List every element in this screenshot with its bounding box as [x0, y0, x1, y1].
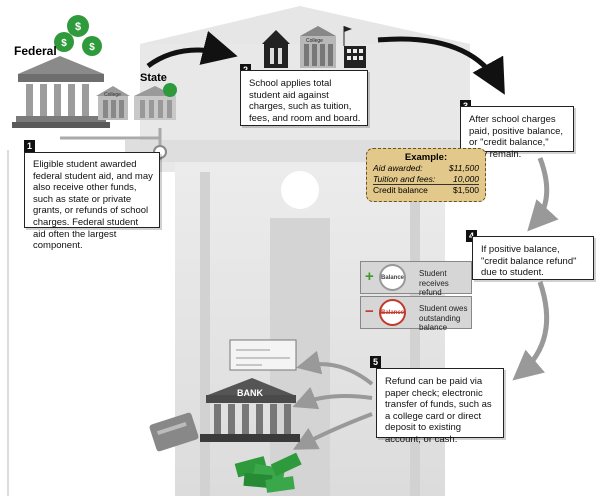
step-5-number: 5: [370, 356, 381, 368]
example-aid-value: $11,500: [448, 163, 479, 173]
plus-sign-icon: +: [365, 268, 374, 285]
example-aid-label: Aid awarded:: [373, 163, 423, 173]
arrow-to-bank: [292, 386, 373, 410]
college-card-icon: [149, 412, 199, 452]
example-tuition-label: Tuition and fees:: [373, 173, 436, 184]
arrow-to-step-3: [377, 36, 505, 95]
step-3-box: After school charges paid, positive bala…: [460, 106, 574, 160]
no-balance-badge-text: Balance: [381, 310, 405, 316]
step-2-box: School applies total student aid against…: [240, 70, 368, 126]
option-owes: − Balance Student owes outstanding balan…: [360, 296, 472, 332]
example-credit-value: $1,500: [453, 185, 479, 195]
college-building-icon: [300, 26, 336, 68]
example-row-tuition: Tuition and fees: 10,000: [367, 174, 485, 185]
step-4-box: If positive balance, "credit balance ref…: [472, 236, 594, 280]
step-1-box: Eligible student awarded federal student…: [24, 152, 160, 251]
minus-sign-icon: −: [365, 303, 374, 320]
money-bags-icon: $ $ $: [54, 15, 102, 56]
example-box: Example: Aid awarded: $11,500 Tuition an…: [366, 148, 486, 202]
step-4-text: If positive balance, "credit balance ref…: [481, 244, 577, 279]
bank-building-icon: [200, 378, 300, 442]
school-bookstore-icon: [262, 30, 290, 68]
option-owes-text: Student owes outstanding balance: [419, 304, 468, 332]
arrow-to-step-5: [512, 281, 550, 381]
option-refund-text: Student receives refund: [419, 269, 449, 297]
balance-badge-icon: Balance: [379, 264, 406, 291]
cash-icon: [234, 452, 302, 493]
federal-building-icon: [12, 56, 110, 128]
state-college-icon: [96, 86, 130, 120]
college-label: College: [306, 38, 323, 44]
example-row-aid: Aid awarded: $11,500: [367, 163, 485, 174]
dormitory-icon: [343, 26, 366, 68]
arrow-to-check: [296, 350, 374, 386]
step-1-text: Eligible student awarded federal student…: [33, 159, 153, 252]
step-4-number: 4: [466, 230, 477, 242]
svg-text:$: $: [61, 38, 67, 49]
arrow-to-cash: [292, 412, 373, 450]
step-5-text: Refund can be paid via paper check; elec…: [385, 376, 492, 445]
arrow-to-step-4: [527, 157, 559, 232]
federal-label: Federal: [14, 44, 57, 58]
paper-check-icon: [229, 339, 297, 371]
balance-badge-text: Balance: [381, 275, 405, 281]
step-1-number: 1: [24, 140, 35, 152]
example-tuition-value: 10,000: [453, 173, 479, 184]
state-building-icon: [134, 86, 176, 120]
state-money-bag-icon: [163, 83, 177, 97]
no-balance-badge-icon: Balance: [379, 299, 406, 326]
example-title: Example:: [404, 152, 448, 163]
state-college-label: College: [104, 92, 121, 98]
step-3-text: After school charges paid, positive bala…: [469, 114, 564, 160]
svg-text:$: $: [89, 42, 95, 53]
arrow-to-step-2: [146, 30, 238, 69]
example-row-credit: Credit balance $1,500: [367, 185, 485, 196]
state-label: State: [140, 72, 167, 84]
step-5-box: Refund can be paid via paper check; elec…: [376, 368, 504, 445]
example-divider: [373, 184, 479, 185]
example-credit-label: Credit balance: [373, 185, 428, 195]
bank-label: BANK: [237, 388, 263, 398]
step-2-text: School applies total student aid against…: [249, 78, 361, 124]
svg-text:$: $: [75, 21, 81, 33]
option-refund: + Balance Student receives refund: [360, 261, 472, 297]
